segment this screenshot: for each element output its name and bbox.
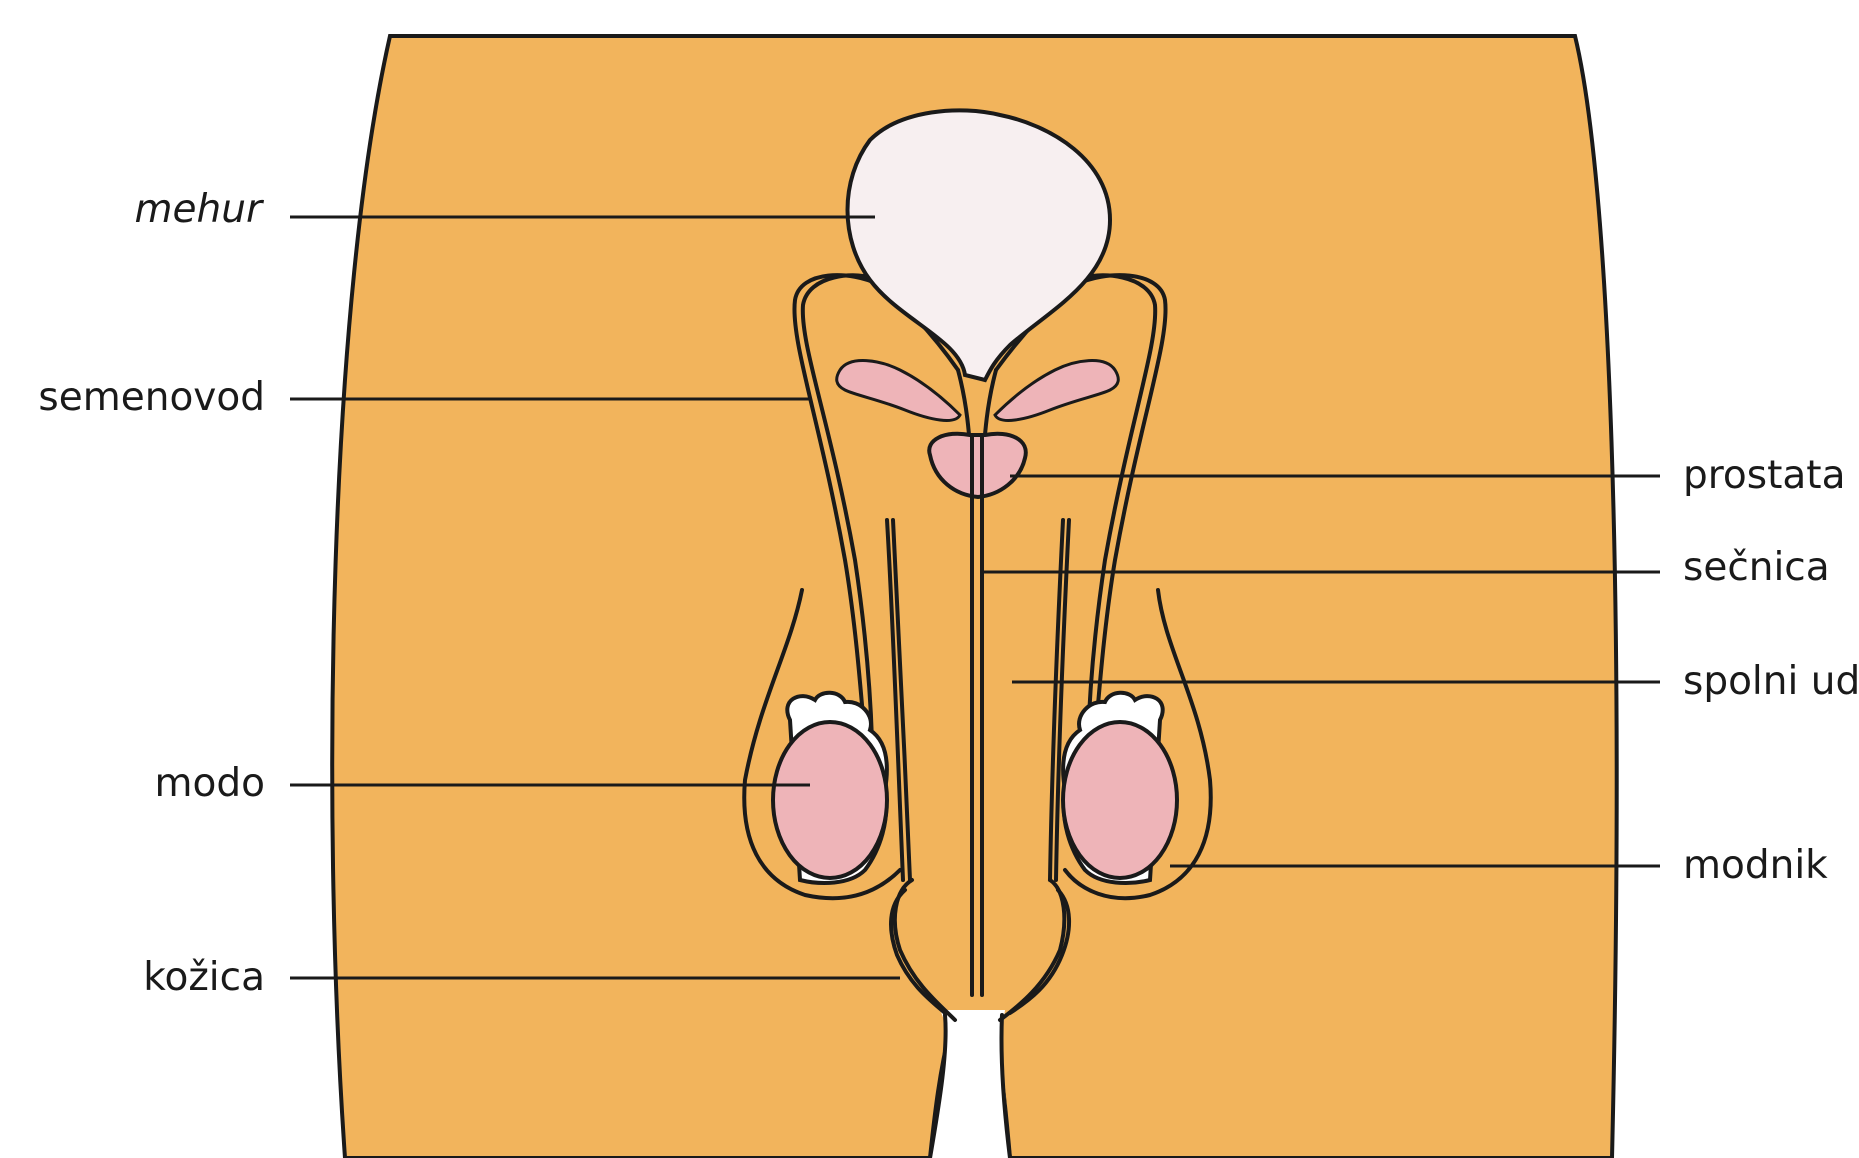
testis-left — [773, 693, 887, 883]
label-prostate: prostata — [1683, 453, 1846, 498]
label-penis: spolni ud — [1683, 659, 1859, 704]
label-testis: modo — [155, 761, 265, 806]
label-foreskin: kožica — [143, 955, 265, 1000]
label-urethra: sečnica — [1683, 545, 1830, 590]
testis-right — [1063, 693, 1177, 883]
label-vas-deferens: semenovod — [38, 375, 265, 420]
label-bladder: mehur — [135, 187, 265, 232]
testis-right-body — [1063, 722, 1177, 878]
label-scrotum: modnik — [1683, 843, 1828, 888]
testis-left-body — [773, 722, 887, 878]
